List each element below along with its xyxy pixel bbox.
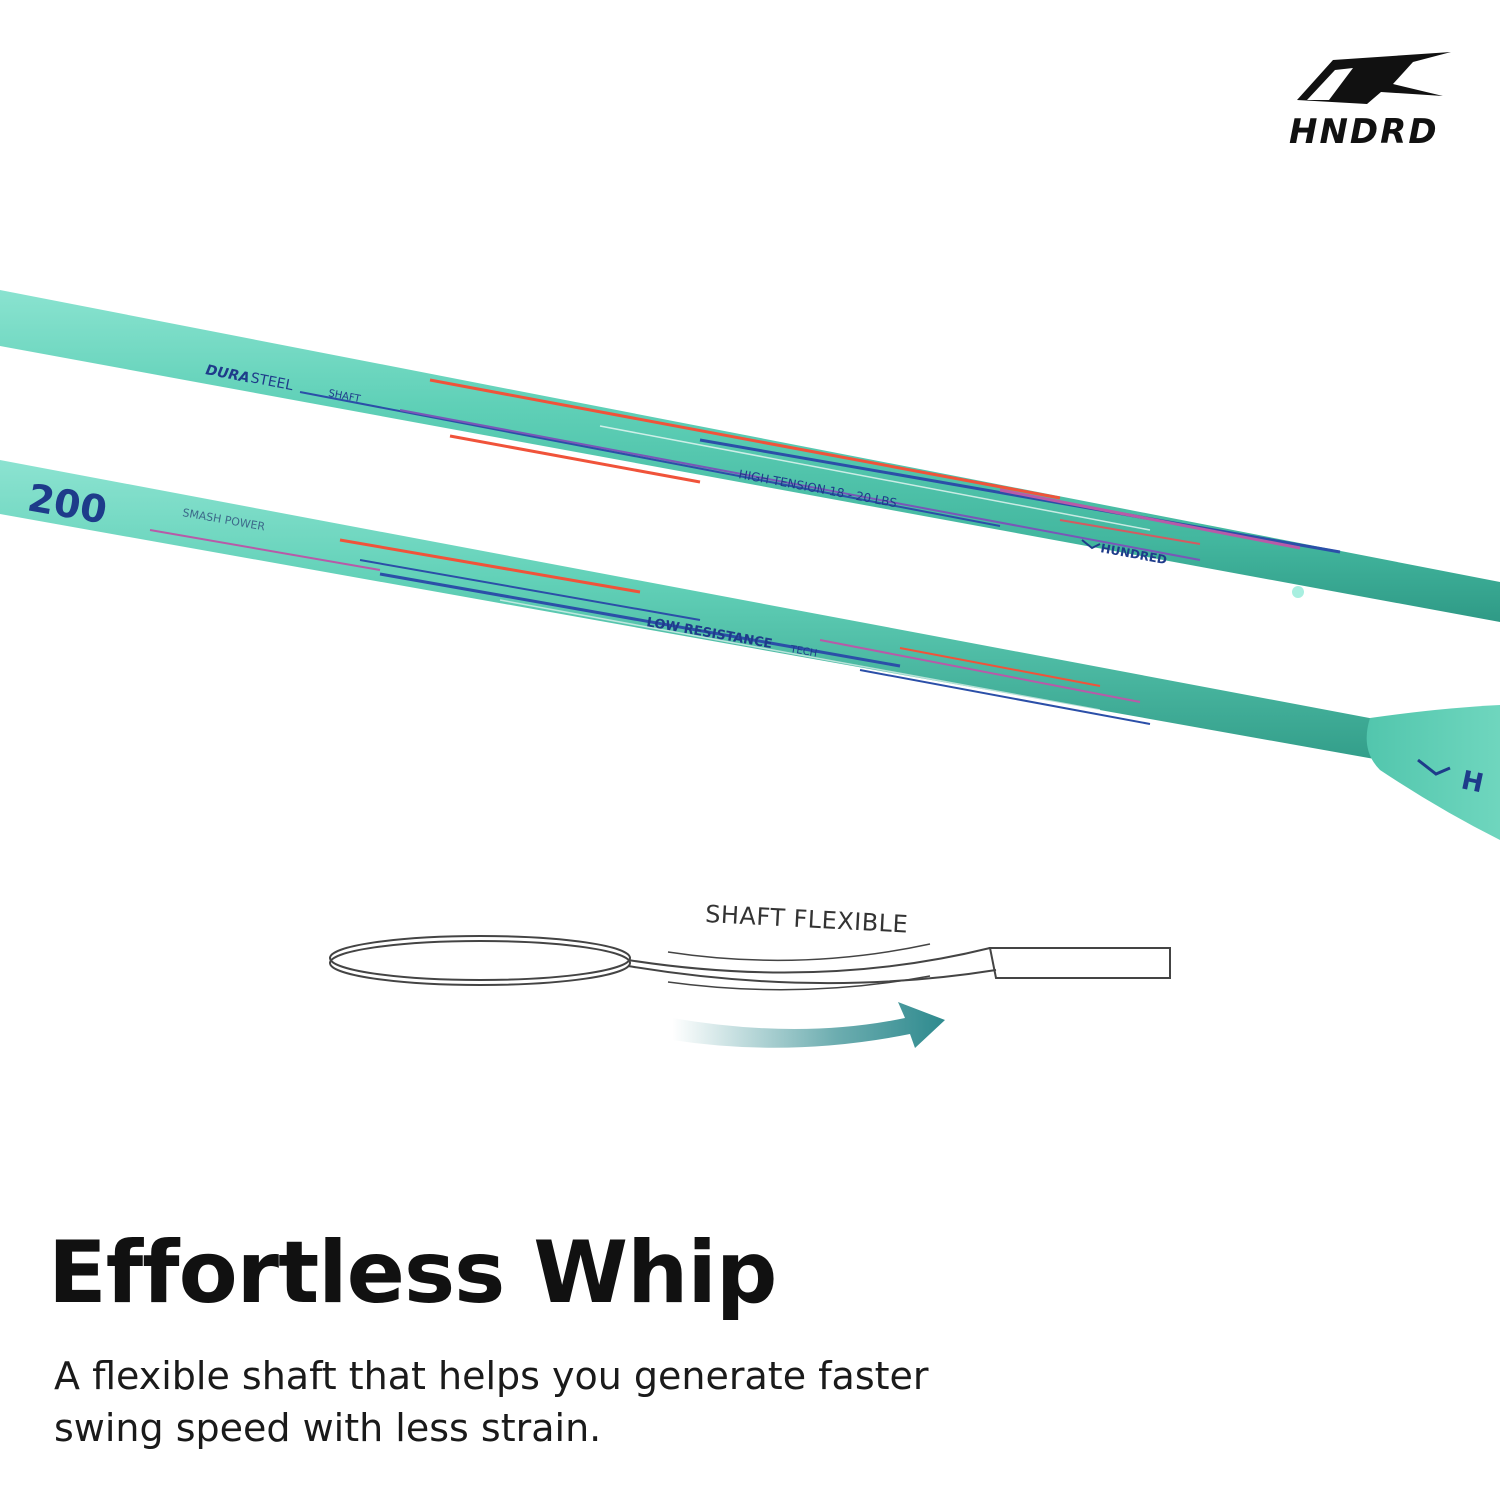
swing-arrow-icon (672, 1002, 945, 1048)
brand-logo: HNDRD (1285, 48, 1455, 158)
headline: Effortless Whip (48, 1223, 777, 1323)
description-line-1: A flexible shaft that helps you generate… (54, 1354, 929, 1398)
top-shaft: DURA STEEL SHAFT HIGH TENSION 18 - 20 LB… (0, 290, 1500, 622)
logo-wordmark: HNDRD (1289, 112, 1439, 152)
racquet-shafts-illustration: DURA STEEL SHAFT HIGH TENSION 18 - 20 LB… (0, 290, 1500, 840)
racquet-outline-icon (329, 935, 1171, 991)
shaft-bottom-tech-text: TECH (788, 644, 817, 660)
description-line-2: swing speed with less strain. (54, 1406, 602, 1450)
description: A flexible shaft that helps you generate… (54, 1350, 1054, 1454)
hndrd-swoosh-icon (1297, 52, 1451, 104)
shaft-flex-diagram (329, 935, 1171, 1048)
bottom-shaft: H 200 SMASH POWER LOW RESISTANCE TECH (0, 460, 1500, 840)
